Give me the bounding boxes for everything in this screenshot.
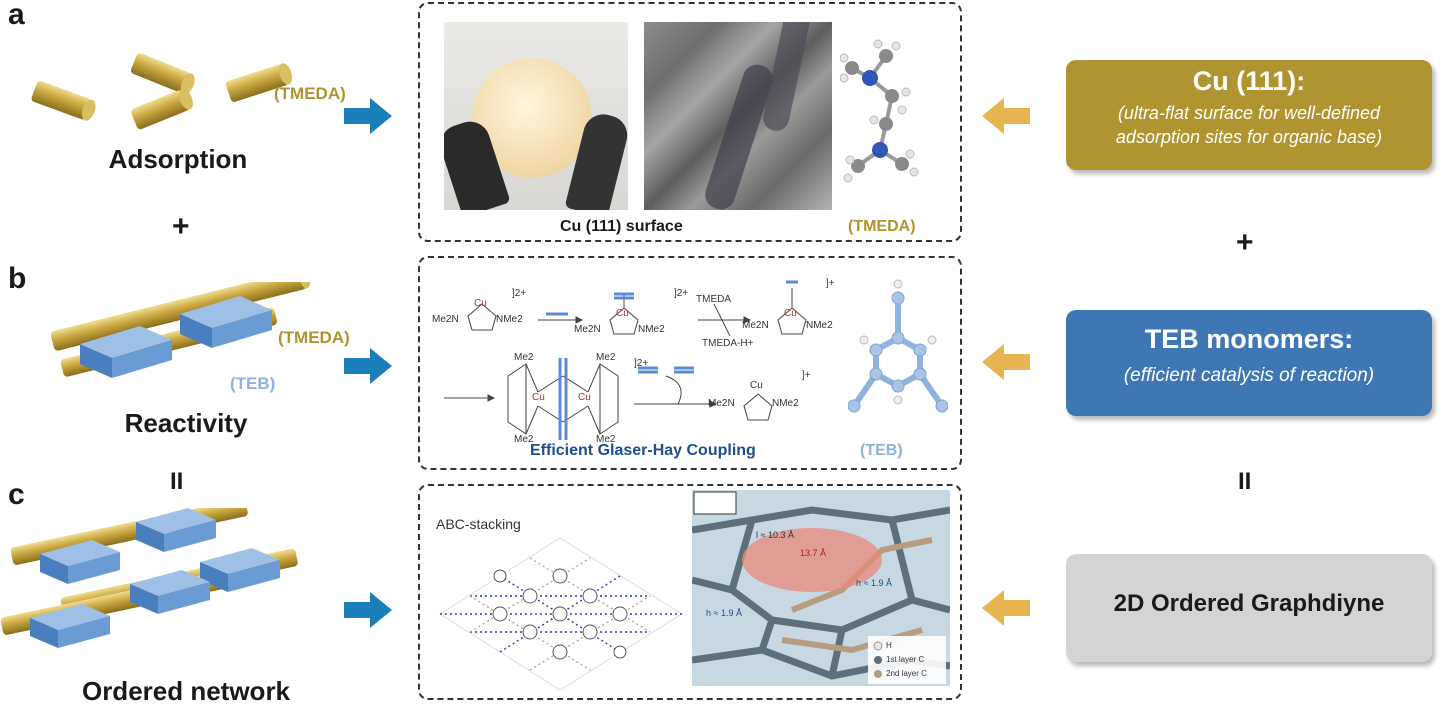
cu-atom-2: Cu (616, 308, 629, 319)
nme2-1: NMe2 (496, 314, 523, 325)
abc-stacking-lattice (439, 537, 683, 691)
teb-molecule (848, 279, 948, 413)
measure-height-1: h ≈ 1.9 Å (856, 578, 892, 588)
tmeda-h-product: TMEDA-H+ (702, 338, 754, 349)
charge-label-4: ]2+ (634, 358, 649, 369)
panel-c-box: ABC-stacking (418, 484, 962, 700)
equals-sign-right: II (1238, 468, 1252, 495)
glaser-hay-mechanism (444, 280, 807, 440)
glaser-hay-caption: Efficient Glaser-Hay Coupling (530, 442, 756, 459)
nme2-4: NMe2 (772, 398, 799, 409)
cu-atom-3: Cu (784, 308, 797, 319)
plus-sign-left: + (172, 210, 190, 243)
teb-monomers-subtitle: (efficient catalysis of reaction) (1123, 365, 1375, 386)
charge-label-2: ]2+ (674, 288, 689, 299)
tmeda-molecule (840, 39, 919, 183)
charge-label-5: ]+ (802, 370, 811, 381)
charge-label-1: ]2+ (512, 288, 527, 299)
arrow-left-icon-a (982, 98, 1030, 134)
abc-stacking-label: ABC-stacking (436, 516, 521, 532)
me2n-2: Me2N (574, 324, 601, 335)
arrow-right-icon-c (344, 592, 392, 628)
teb-tag-b: (TEB) (860, 442, 903, 459)
panel-letter-a: a (8, 0, 25, 31)
graphdiyne-structure-image: l ≈ 10.3 Å 13.7 Å h ≈ 1.9 Å h ≈ 1.9 Å H … (692, 490, 950, 686)
teb-monomers-box: TEB monomers: (efficient catalysis of re… (1066, 310, 1432, 416)
teb-monomers-title: TEB monomers: (1144, 324, 1354, 354)
stm-surface-image (644, 22, 832, 210)
arrow-left-icon-c (982, 590, 1030, 626)
nme2-2: NMe2 (638, 324, 665, 335)
measure-length: l ≈ 10.3 Å (756, 530, 794, 540)
nme2-3: NMe2 (806, 320, 833, 331)
tmeda-label-a: (TMEDA) (274, 84, 346, 103)
measure-width: 13.7 Å (800, 548, 827, 558)
ordered-network-label: Ordered network (81, 676, 291, 706)
ordered-network-illustration (0, 508, 298, 648)
reactivity-illustration (50, 282, 311, 378)
legend-h: H (886, 641, 892, 650)
panel-letter-c: c (8, 478, 25, 511)
graphdiyne-title: 2D Ordered Graphdiyne (1113, 590, 1385, 617)
charge-label-3: ]+ (826, 278, 835, 289)
legend-layer-2: 2nd layer C (886, 669, 927, 678)
cu111-surface-caption: Cu (111) surface (560, 218, 683, 235)
legend-layer-1: 1st layer C (886, 655, 925, 664)
adsorption-label: Adsorption (108, 144, 248, 174)
plus-sign-right: + (1236, 226, 1254, 259)
me2n-1: Me2N (432, 314, 459, 325)
me2n-3: Me2N (742, 320, 769, 331)
me2-label-4: Me2 (596, 434, 616, 445)
panel-a-box: Cu (111) surface (TMEDA) (418, 2, 962, 242)
me2-label-3: Me2 (596, 352, 616, 363)
cu111-subtitle-line2: adsorption sites for organic base) (1115, 127, 1383, 147)
panel-b-box: ]2+ ]2+ ]+ ]2+ ]+ TMEDA TMEDA-H+ Cu Cu C… (418, 256, 962, 470)
wafer-photo (444, 22, 628, 210)
me2-label-2: Me2 (514, 434, 534, 445)
arrow-right-icon-b (344, 348, 392, 384)
me2n-4: Me2N (708, 398, 735, 409)
arrow-right-icon-a (344, 98, 392, 134)
cu-atom-1: Cu (474, 298, 487, 309)
panel-letter-b: b (8, 262, 27, 295)
equals-sign-left: II (170, 468, 184, 495)
measure-height-2: h ≈ 1.9 Å (706, 608, 742, 618)
graphdiyne-box: 2D Ordered Graphdiyne (1066, 554, 1432, 662)
arrow-left-icon-b (982, 344, 1030, 380)
teb-label-left: (TEB) (230, 374, 276, 393)
me2-label-1: Me2 (514, 352, 534, 363)
tmeda-label-b: (TMEDA) (278, 328, 350, 347)
cu-atom-5: Cu (578, 392, 591, 403)
cu111-box: Cu (111): (ultra-flat surface for well-d… (1066, 60, 1432, 170)
reactivity-label: Reactivity (124, 408, 248, 438)
cu-atom-6: Cu (750, 380, 763, 391)
tmeda-tag-a: (TMEDA) (848, 218, 916, 235)
cu111-title: Cu (111): (1192, 66, 1306, 96)
cu-atom-4: Cu (532, 392, 545, 403)
tmeda-reagent: TMEDA (696, 294, 731, 305)
adsorption-rods-illustration (31, 53, 293, 130)
cu111-subtitle-line1: (ultra-flat surface for well-defined (1117, 103, 1381, 123)
